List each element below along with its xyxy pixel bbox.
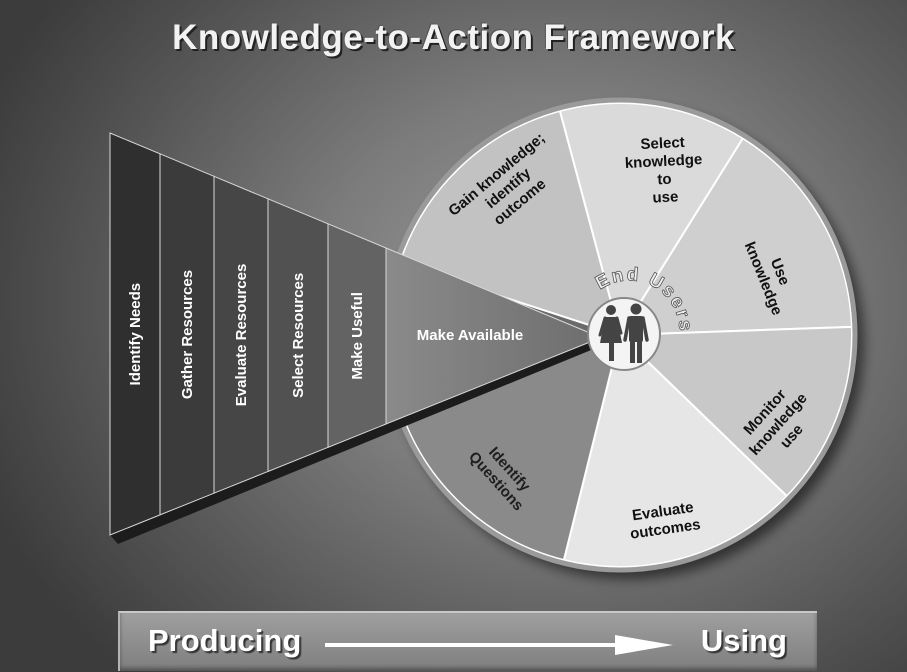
producing-step-label: Make Available <box>417 327 523 344</box>
page-title: Knowledge-to-Action Framework <box>172 18 735 57</box>
producing-step-3: Evaluate Resources <box>213 175 269 494</box>
producing-step-label: Select Resources <box>290 273 307 398</box>
producing-step-label: Make Useful <box>349 292 366 380</box>
using-label: Using <box>700 623 787 658</box>
cycle-step-5: Evaluateoutcomes <box>562 333 789 568</box>
cycle-step-label: Selectknowledgetouse <box>623 133 704 208</box>
producing-step-label: Gather Resources <box>179 270 196 399</box>
cycle-step-4: Monitorknowledgeuse <box>617 325 853 498</box>
cycle-step-2: Selectknowledgetouse <box>558 102 745 338</box>
producing-step-2: Gather Resources <box>159 153 215 516</box>
producing-label: Producing <box>148 623 302 658</box>
producing-step-4: Select Resources <box>267 198 329 473</box>
producing-step-label: Evaluate Resources <box>233 264 250 407</box>
producing-using-bar: Producing Using <box>118 611 817 671</box>
producing-step-1: Identify Needs <box>109 132 161 536</box>
producing-step-5: Make Useful <box>327 223 387 449</box>
cycle-step-3: Useknowledge <box>618 136 853 337</box>
man-icon <box>623 303 649 363</box>
woman-icon <box>598 305 623 361</box>
right-arrow-icon <box>325 635 673 655</box>
producing-funnel: Identify Needs Gather Resources Evaluate R… <box>109 132 596 544</box>
producing-step-label: Identify Needs <box>127 283 144 386</box>
